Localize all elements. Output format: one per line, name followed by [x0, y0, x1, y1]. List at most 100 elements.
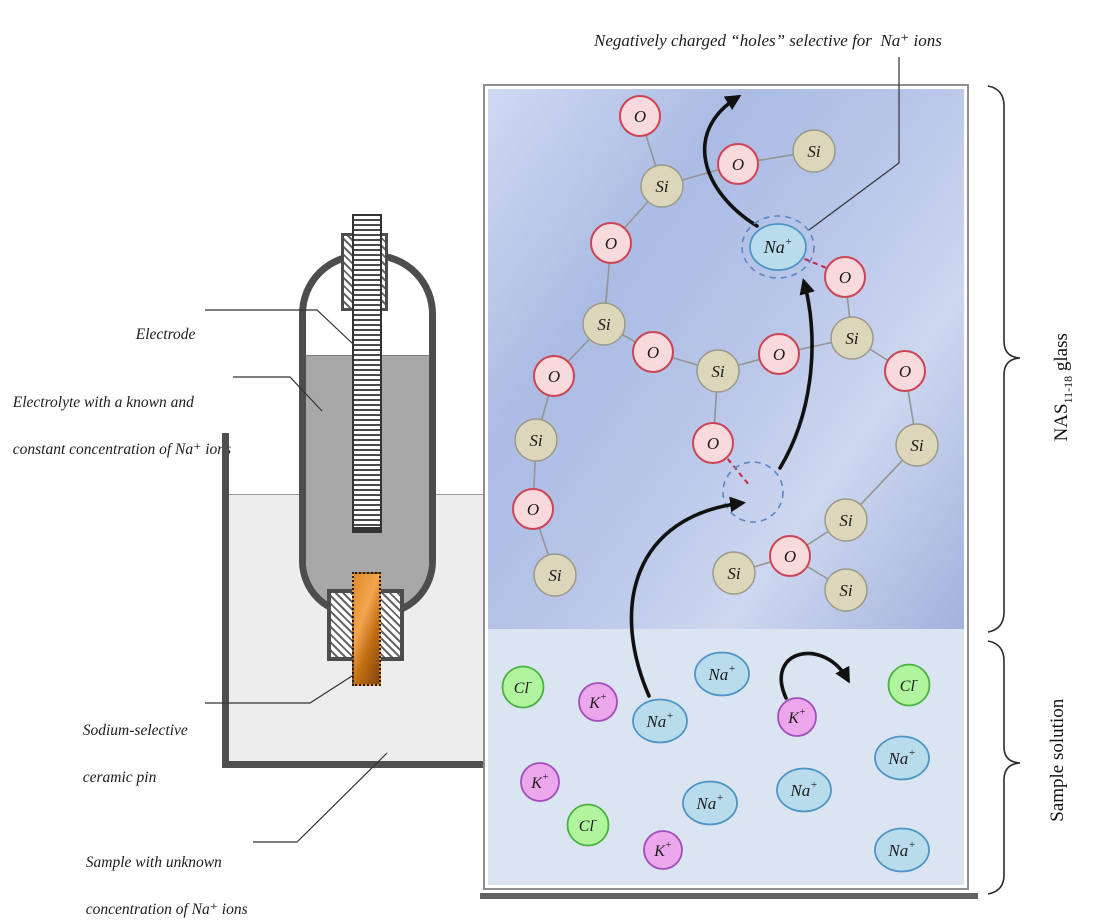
solution-ion-K: K+	[578, 682, 618, 722]
solution-ion-Na: Na+	[682, 780, 738, 826]
svg-text:O: O	[773, 345, 785, 364]
atom-O: O	[533, 355, 575, 397]
sample-label: Sample with unknown concentration of Na⁺…	[78, 828, 248, 921]
svg-text:O: O	[634, 107, 646, 126]
ceramic-pin-label: Sodium-selective ceramic pin	[75, 696, 188, 789]
electrolyte-label-line2: constant concentration of Na⁺ ions	[12, 440, 232, 458]
svg-text:Si: Si	[839, 581, 853, 600]
svg-text:Si: Si	[655, 177, 669, 196]
ion-symbol: Na+	[763, 236, 792, 257]
atom-O: O	[758, 333, 800, 375]
atom-Si: Si	[824, 568, 868, 612]
electrode-label: Electrode	[128, 300, 196, 347]
beaker-bottom	[222, 761, 490, 768]
atom-Si: Si	[830, 316, 874, 360]
ion-symbol: Na+	[887, 747, 915, 768]
solution-ion-Na: Na+	[694, 651, 750, 697]
solution-ion-Na: Na+	[874, 735, 930, 781]
electrode-rod	[352, 214, 382, 533]
ion-symbol: Na+	[645, 710, 673, 731]
ion-path-arrow	[702, 94, 759, 228]
ceramic-pin-label-line2: ceramic pin	[82, 768, 157, 786]
svg-text:O: O	[732, 155, 744, 174]
ion-path-arrow	[779, 651, 850, 700]
svg-text:O: O	[527, 500, 539, 519]
ion-symbol: K+	[787, 707, 805, 727]
ion-path-arrow	[778, 278, 815, 470]
svg-text:Si: Si	[807, 142, 821, 161]
atom-O: O	[619, 95, 661, 137]
svg-text:Si: Si	[711, 362, 725, 381]
solution-ion-Na: Na+	[776, 767, 832, 813]
atom-O: O	[769, 535, 811, 577]
solution-ion-K: K+	[520, 762, 560, 802]
ion-symbol: K+	[653, 840, 671, 860]
nas-glass-label-rest: glass	[1051, 333, 1072, 376]
ion-migration-arrows	[629, 94, 850, 700]
atom-O: O	[884, 350, 926, 392]
svg-text:O: O	[839, 268, 851, 287]
atom-Si: Si	[696, 349, 740, 393]
ion-symbol: K+	[530, 772, 548, 792]
ion-path-arrow	[629, 496, 746, 698]
atom-Si: Si	[640, 164, 684, 208]
ceramic-pin-label-line1: Sodium-selective	[82, 722, 188, 740]
sample-label-line1: Sample with unknown	[85, 854, 222, 872]
ion-symbol: Na+	[695, 792, 723, 813]
nas-glass-label-sub: 11-18	[1060, 375, 1075, 404]
svg-text:Si: Si	[910, 436, 924, 455]
nas-glass-label: NAS11-18 glass	[1029, 282, 1075, 502]
solution-ion-Na: Na+	[874, 827, 930, 873]
beaker-wall	[222, 433, 229, 768]
atom-Si: Si	[514, 418, 558, 462]
selective-hole-ring	[741, 215, 815, 279]
atom-Si: Si	[792, 129, 836, 173]
svg-text:O: O	[707, 434, 719, 453]
solution-ion-K: K+	[643, 830, 683, 870]
braces	[987, 85, 1021, 895]
solution-ion-Cl: Cl-	[501, 665, 545, 709]
atom-Si: Si	[824, 498, 868, 542]
svg-text:O: O	[784, 547, 796, 566]
broken-bond	[721, 451, 751, 487]
atom-Si: Si	[712, 551, 756, 595]
ion-symbol: K+	[588, 692, 606, 712]
atom-O: O	[824, 256, 866, 298]
ion-symbol: Cl-	[900, 675, 918, 695]
curly-brace	[987, 640, 1021, 895]
ion-symbol: Na+	[887, 839, 915, 860]
atom-O: O	[717, 143, 759, 185]
solution-ion-layer: Na+ Na+ Na+ Na+ Na+ Na+ K+ K+ K+ K+ Cl- Cl- Cl-	[501, 651, 931, 873]
ion-symbol: Na+	[707, 663, 735, 684]
atom-Si: Si	[533, 553, 577, 597]
solution-ion-K: K+	[777, 697, 817, 737]
atom-O: O	[632, 331, 674, 373]
svg-text:O: O	[548, 367, 560, 386]
atom-O: O	[590, 222, 632, 264]
svg-text:O: O	[605, 234, 617, 253]
ion-symbol: Cl-	[514, 677, 532, 697]
svg-text:Si: Si	[727, 564, 741, 583]
solution-ion-Na: Na+	[632, 698, 688, 744]
nas-glass-label-main: NAS	[1051, 403, 1072, 442]
atom-Si: Si	[582, 302, 626, 346]
svg-text:O: O	[899, 362, 911, 381]
na-ion-in-glass: Na+	[741, 215, 815, 279]
electrolyte-label: Electrolyte with a known and constant co…	[5, 368, 231, 461]
solution-ion-Cl: Cl-	[887, 663, 931, 707]
title-label: Negatively charged “holes” selective for…	[594, 31, 942, 50]
panel-bottom-shadow	[480, 893, 978, 899]
svg-text:Si: Si	[845, 329, 859, 348]
electrolyte-label-line1: Electrolyte with a known and	[12, 394, 194, 412]
sample-solution-label-text: Sample solution	[1047, 698, 1068, 822]
atom-Si: Si	[895, 423, 939, 467]
solution-ion-Cl: Cl-	[566, 803, 610, 847]
ion-symbol: Cl-	[579, 815, 597, 835]
sodium-selective-ceramic-pin	[352, 572, 381, 686]
atom-O: O	[512, 488, 554, 530]
svg-text:Si: Si	[597, 315, 611, 334]
svg-text:O: O	[647, 343, 659, 362]
vacant-hole-ring	[722, 461, 784, 523]
